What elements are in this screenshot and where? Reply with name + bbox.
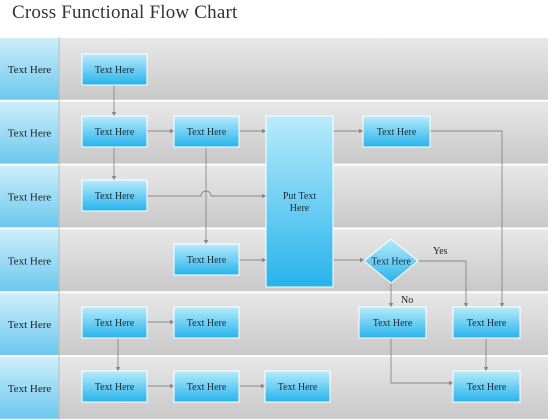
swimlane-label: Text Here [8, 64, 52, 76]
box-shape [264, 370, 331, 403]
box-shape [173, 243, 240, 276]
box-label: Text Here [467, 382, 507, 393]
box-shape [173, 115, 240, 148]
box-label: Text Here [187, 255, 227, 266]
decision-node: Text Here [363, 238, 419, 284]
box-label: Here [290, 203, 310, 214]
swimlane-header [0, 100, 59, 165]
process-box: Text Here [358, 306, 427, 339]
box-shape [362, 115, 431, 148]
connector-arrow [418, 260, 469, 308]
box-label: Text Here [467, 318, 507, 329]
box-shape [358, 306, 427, 339]
swimlane-label: Text Here [8, 383, 52, 395]
process-box: Text Here [362, 115, 431, 148]
box-label: Text Here [187, 127, 227, 138]
box-label: Put Text [283, 191, 317, 202]
process-box: Text Here [264, 370, 331, 403]
page-title: Cross Functional Flow Chart [12, 2, 238, 23]
swimlane-label: Text Here [8, 192, 52, 204]
box-shape [173, 306, 240, 339]
box-label: Text Here [95, 382, 135, 393]
process-box: Text Here [81, 306, 148, 339]
box-label: Text Here [187, 382, 227, 393]
swimlane: Text Here [0, 356, 548, 420]
process-box: Text Here [173, 115, 240, 148]
swimlane-header [0, 164, 59, 229]
process-box: Text Here [81, 53, 148, 86]
process-box: Text Here [452, 370, 521, 403]
connector-arrow [147, 190, 267, 199]
connector-arrow [430, 130, 505, 308]
box-label: Text Here [377, 127, 417, 138]
box-shape [265, 115, 334, 288]
swimlane-header [0, 356, 59, 420]
box-shape [452, 306, 521, 339]
process-box: Text Here [173, 243, 240, 276]
process-box: Text Here [81, 179, 148, 212]
box-shape [81, 306, 148, 339]
box-label: Text Here [95, 191, 135, 202]
box-label: Text Here [373, 318, 413, 329]
swimlane-header [0, 292, 59, 356]
box-shape [173, 370, 240, 403]
swimlane-label: Text Here [8, 319, 52, 331]
connector-arrow [390, 338, 454, 386]
swimlane-label: Text Here [8, 255, 52, 267]
decision-diamond [363, 238, 419, 284]
box-label: Text Here [278, 382, 318, 393]
box-shape [81, 115, 148, 148]
box-shape [81, 370, 148, 403]
swimlane-header [0, 228, 59, 293]
box-label: Text Here [371, 257, 411, 268]
process-box: Text Here [173, 306, 240, 339]
swimlane-label: Text Here [8, 128, 52, 140]
box-shape [81, 179, 148, 212]
edge-label-yes: Yes [433, 246, 448, 257]
swimlane-header [0, 37, 59, 101]
process-box: Text Here [452, 306, 521, 339]
process-box: Text Here [81, 370, 148, 403]
edge-label-no: No [401, 295, 413, 306]
process-box: Text Here [173, 370, 240, 403]
box-label: Text Here [95, 318, 135, 329]
box-label: Text Here [95, 127, 135, 138]
box-shape [452, 370, 521, 403]
box-label: Text Here [95, 65, 135, 76]
box-shape [81, 53, 148, 86]
process-box: Text Here [81, 115, 148, 148]
box-label: Text Here [187, 318, 227, 329]
